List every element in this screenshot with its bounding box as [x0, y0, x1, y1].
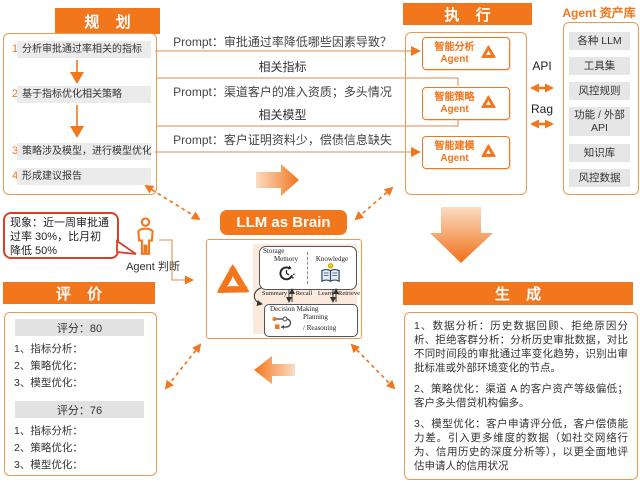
step-label: 形成建议报告	[17, 168, 151, 185]
planning-reasoning-label: Planning/ Reasoning	[303, 313, 337, 333]
planning-step: 3 策略涉及模型，进行模型优化	[8, 143, 156, 160]
eval-item: 3、模型优化：	[14, 377, 83, 389]
assets-box: 各种 LLM 工具集 风控规则 功能 / 外部 API 知识库 风控数据	[563, 22, 639, 195]
knot-icon	[479, 94, 498, 113]
evaluation-box: 评分：80 1、指标分析： 2、策略优化： 3、模型优化： 评分：76 1、指标…	[4, 312, 157, 476]
memory-clock-icon	[279, 265, 295, 281]
related-indicator-label: 相关指标	[258, 60, 307, 74]
related-model-label: 相关模型	[258, 108, 307, 122]
prompt-3: Prompt：客户证明资料少，偿债信息缺失	[173, 133, 392, 147]
prompt-1: Prompt：审批通过率降低哪些因素导致？	[173, 35, 392, 49]
memory-label: Memory	[273, 255, 299, 263]
prompt-2: Prompt：渠道客户的准入资质；多头情况	[173, 85, 392, 99]
planning-header: 规 划	[55, 8, 160, 34]
generation-paragraph: 2、策略优化：渠道 A 的客户资产等级偏低；客户多头借贷机构偏多。	[414, 382, 628, 409]
asset-item: 风控数据	[569, 169, 630, 187]
generation-paragraph: 1、数据分析：历史数据回顾、拒绝原因分析、拒绝客群分析：分析历史审批数据，对比不…	[414, 320, 628, 374]
asset-item: 功能 / 外部 API	[569, 107, 630, 136]
step-label: 策略涉及模型，进行模型优化	[17, 143, 151, 160]
step-number: 2	[11, 88, 19, 100]
eval-item: 3、模型优化：	[14, 459, 83, 471]
knot-icon-large	[212, 262, 254, 304]
step-number: 3	[11, 145, 19, 157]
learn-label: Learn	[317, 290, 334, 297]
step-number: 1	[11, 43, 19, 55]
agent-judge-label: Agent 判断	[126, 261, 180, 273]
planning-flow-icon	[272, 316, 292, 329]
generation-box: 1、数据分析：历史数据回顾、拒绝原因分析、拒绝客群分析：分析历史审批数据，对比不…	[404, 312, 638, 480]
knot-icon	[479, 44, 498, 63]
block-arrow-down	[430, 207, 493, 263]
summary-label: Summary	[261, 290, 288, 297]
asset-item: 工具集	[569, 57, 630, 75]
block-arrow-left	[254, 356, 295, 384]
eval-item: 1、指标分析：	[14, 343, 83, 355]
generation-paragraph: 3、模型优化：客户申请评分低，客户偿债能力差。引入更多维度的数据（如社交网络行为…	[414, 417, 628, 472]
storage-box	[259, 246, 357, 290]
llm-as-brain-pill: LLM as Brain	[220, 210, 347, 235]
asset-item: 各种 LLM	[569, 32, 630, 50]
api-label: API	[532, 59, 552, 73]
rag-label: Rag	[530, 102, 553, 116]
knowledge-book-icon	[321, 263, 340, 283]
step-label: 分析审批通过率相关的指标	[17, 41, 151, 58]
execution-header: 执 行	[403, 3, 532, 25]
observation-bubble: 现象：近一周审批通过率 30%，比月初降低 50%	[3, 212, 119, 259]
score-badge: 评分：80	[15, 319, 144, 336]
generation-header: 生 成	[403, 282, 633, 305]
block-arrow-right	[256, 164, 299, 196]
retrieve-label: Retrieve	[337, 290, 361, 297]
step-label: 基于指标优化相关策略	[17, 86, 151, 103]
asset-item: 风控规则	[569, 82, 630, 100]
eval-item: 2、策略优化：	[14, 360, 83, 372]
knot-icon	[479, 143, 498, 162]
planning-step: 1 分析审批通过率相关的指标	[8, 41, 156, 58]
decision-making-box	[264, 304, 358, 337]
score-badge: 评分：76	[15, 401, 144, 418]
assets-title: Agent 资产库	[562, 6, 636, 20]
eval-item: 1、指标分析：	[14, 425, 83, 437]
planning-step: 2 基于指标优化相关策略	[8, 86, 156, 103]
asset-item: 知识库	[569, 144, 630, 162]
storage-divider	[307, 252, 308, 284]
eval-item: 2、策略优化：	[14, 442, 83, 454]
evaluation-header: 评 价	[3, 282, 155, 304]
step-number: 4	[11, 170, 19, 182]
decision-making-label: Decision Making	[270, 305, 319, 313]
knowledge-label: Knowledge	[315, 255, 349, 263]
recall-label: Recall	[295, 290, 313, 297]
storage-label: Storage	[263, 247, 285, 255]
planning-step: 4 形成建议报告	[8, 168, 156, 185]
person-icon	[137, 217, 154, 255]
planning-box: 1 分析审批通过率相关的指标 2 基于指标优化相关策略 3 策略涉及模型，进行模…	[3, 33, 157, 195]
